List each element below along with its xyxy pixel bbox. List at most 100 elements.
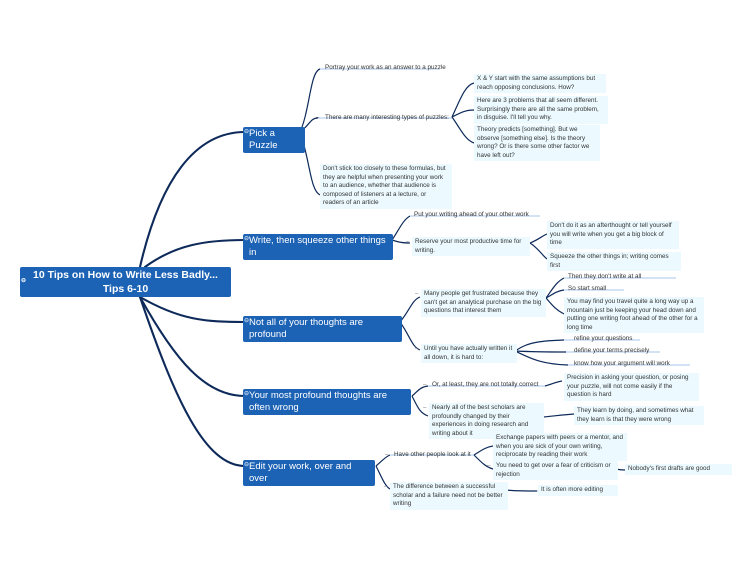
link-root-write-squeeze xyxy=(143,238,247,269)
central-topic-label: 10 Tips on How to Write Less Badly... Ti… xyxy=(33,269,218,295)
subtopic-text: So start small xyxy=(568,285,607,292)
subtopic-text: X & Y start with the same assumptions bu… xyxy=(477,75,596,91)
topic-edit-your-work[interactable]: ⊖ Edit your work, over and over xyxy=(243,460,375,486)
collapse-icon[interactable]: ⊖ xyxy=(244,236,250,242)
subtopic[interactable]: – Have other people look at it xyxy=(385,450,477,461)
link-frustrated-small xyxy=(545,289,565,299)
subtopic-text: Precision in asking your question, or po… xyxy=(567,374,689,399)
subtopic[interactable]: It is often more editing xyxy=(538,485,618,496)
topic-not-all-thoughts-profound[interactable]: ⊖ Not all of your thoughts are profound xyxy=(243,316,402,342)
collapse-icon[interactable]: – xyxy=(385,452,389,458)
link-types-theory xyxy=(451,116,475,144)
link-frustrated-travel xyxy=(545,297,565,315)
link-wrong-nearly xyxy=(411,395,429,417)
subtopic-text: Or, at least, they are not totally corre… xyxy=(432,381,539,388)
topic-write-then-squeeze[interactable]: ⊖ Write, then squeeze other things in xyxy=(243,234,393,260)
subtopic-text: There are many interesting types of puzz… xyxy=(325,114,449,121)
collapse-icon[interactable]: – xyxy=(406,239,410,245)
subtopic-text: Don't do it as an afterthought or tell y… xyxy=(550,222,672,247)
subtopic-text: know how your argument will work xyxy=(574,360,670,367)
topic-label: Edit your work, over and over xyxy=(249,461,352,484)
link-until-refine xyxy=(514,339,565,352)
subtopic[interactable]: Portray your work as an answer to a puzz… xyxy=(322,63,452,74)
topic-label: Your most profound thoughts are often wr… xyxy=(249,390,388,413)
link-types-three xyxy=(451,109,475,118)
topic-profound-thoughts-wrong[interactable]: ⊖ Your most profound thoughts are often … xyxy=(243,389,411,415)
link-others-fear xyxy=(473,454,494,470)
subtopic-text: Don't stick too closely to these formula… xyxy=(323,165,446,207)
collapse-icon[interactable]: – xyxy=(384,484,388,490)
link-reserve-squeeze xyxy=(529,242,548,260)
subtopic[interactable]: Here are 3 problems that all seem differ… xyxy=(474,96,608,124)
subtopic[interactable]: – You need to get over a fear of critici… xyxy=(487,461,618,481)
link-difference-editing xyxy=(504,489,538,492)
subtopic[interactable]: Put your writing ahead of your other wor… xyxy=(411,210,546,221)
topic-label: Pick a Puzzle xyxy=(249,128,278,151)
subtopic-text: Nobody's first drafts are good xyxy=(628,465,711,472)
collapse-icon[interactable]: ⊖ xyxy=(21,278,27,284)
subtopic-text: Squeeze the other things in; writing com… xyxy=(550,253,669,269)
subtopic[interactable]: – Many people get frustrated because the… xyxy=(415,289,546,317)
subtopic[interactable]: – The difference between a successful sc… xyxy=(384,482,508,510)
subtopic[interactable]: know how your argument will work xyxy=(571,359,696,370)
topic-label: Write, then squeeze other things in xyxy=(249,235,386,258)
collapse-icon[interactable]: ⊖ xyxy=(244,129,250,135)
link-frustrated-then xyxy=(545,277,565,299)
subtopic[interactable]: Exchange papers with peers or a mentor, … xyxy=(493,433,627,461)
subtopic[interactable]: X & Y start with the same assumptions bu… xyxy=(474,74,606,94)
subtopic[interactable]: Don't do it as an afterthought or tell y… xyxy=(547,221,679,249)
collapse-icon[interactable]: – xyxy=(316,115,320,121)
subtopic[interactable]: So start small xyxy=(565,284,625,295)
subtopic[interactable]: Then they don't write at all xyxy=(565,272,680,283)
link-np-until xyxy=(399,321,421,351)
collapse-icon[interactable]: – xyxy=(423,405,427,411)
subtopic[interactable]: – Or, at least, they are not totally cor… xyxy=(423,380,549,391)
collapse-icon[interactable]: – xyxy=(423,382,427,388)
link-until-know xyxy=(514,350,569,366)
subtopic-text: Portray your work as an answer to a puzz… xyxy=(325,64,446,71)
subtopic-text: Then they don't write at all xyxy=(568,273,642,280)
subtopic-text: Exchange papers with peers or a mentor, … xyxy=(496,434,624,459)
subtopic-text: Nearly all of the best scholars are prof… xyxy=(432,404,529,437)
subtopic-text: Here are 3 problems that all seem differ… xyxy=(477,97,599,122)
link-wrong-correct xyxy=(411,385,429,397)
collapse-icon[interactable]: ⊖ xyxy=(244,462,250,468)
subtopic[interactable]: Squeeze the other things in; writing com… xyxy=(547,252,681,272)
subtopic[interactable]: – Reserve your most productive time for … xyxy=(406,237,530,257)
subtopic-text: They learn by doing, and sometimes what … xyxy=(577,407,694,423)
subtopic[interactable]: You may find you travel quite a long way… xyxy=(564,297,704,334)
collapse-icon[interactable]: – xyxy=(415,346,419,352)
subtopic[interactable]: Precision in asking your question, or po… xyxy=(564,373,699,401)
subtopic-text: The difference between a successful scho… xyxy=(393,483,503,508)
subtopic-text: You need to get over a fear of criticism… xyxy=(496,462,611,478)
link-others-exchange xyxy=(473,445,494,456)
subtopic[interactable]: They learn by doing, and sometimes what … xyxy=(574,406,704,426)
subtopic-text: Until you have actually written it all d… xyxy=(424,345,513,361)
subtopic[interactable]: Theory predicts [something]. But we obse… xyxy=(474,125,600,162)
subtopic[interactable]: – Until you have actually written it all… xyxy=(415,344,517,364)
subtopic-text: define your terms precisely xyxy=(574,347,650,354)
link-reserve-dont xyxy=(529,233,548,244)
link-write-ahead xyxy=(391,215,411,241)
subtopic-text: Many people get frustrated because they … xyxy=(424,290,542,315)
subtopic-text: Reserve your most productive time for wr… xyxy=(415,238,522,254)
collapse-icon[interactable]: ⊖ xyxy=(244,391,250,397)
collapse-icon[interactable]: ⊖ xyxy=(244,318,250,324)
subtopic[interactable]: refine your questions xyxy=(571,334,651,345)
topic-pick-a-puzzle[interactable]: ⊖ Pick a Puzzle xyxy=(243,127,305,153)
subtopic-text: refine your questions xyxy=(574,335,633,342)
central-topic[interactable]: ⊖ 10 Tips on How to Write Less Badly... … xyxy=(20,267,231,297)
topic-label: Not all of your thoughts are profound xyxy=(249,317,364,340)
subtopic[interactable]: – There are many interesting types of pu… xyxy=(316,113,454,124)
link-edit-difference xyxy=(375,465,391,490)
collapse-icon[interactable]: – xyxy=(415,291,419,297)
subtopic[interactable]: Nobody's first drafts are good xyxy=(625,464,732,475)
link-write-reserve xyxy=(391,239,411,244)
link-pick-portray xyxy=(299,68,321,133)
subtopic[interactable]: define your terms precisely xyxy=(571,346,666,357)
link-root-not-profound xyxy=(138,295,247,324)
subtopic[interactable]: Don't stick too closely to these formula… xyxy=(320,164,452,209)
subtopic-text: You may find you travel quite a long way… xyxy=(567,298,698,331)
collapse-icon[interactable]: – xyxy=(487,463,491,469)
